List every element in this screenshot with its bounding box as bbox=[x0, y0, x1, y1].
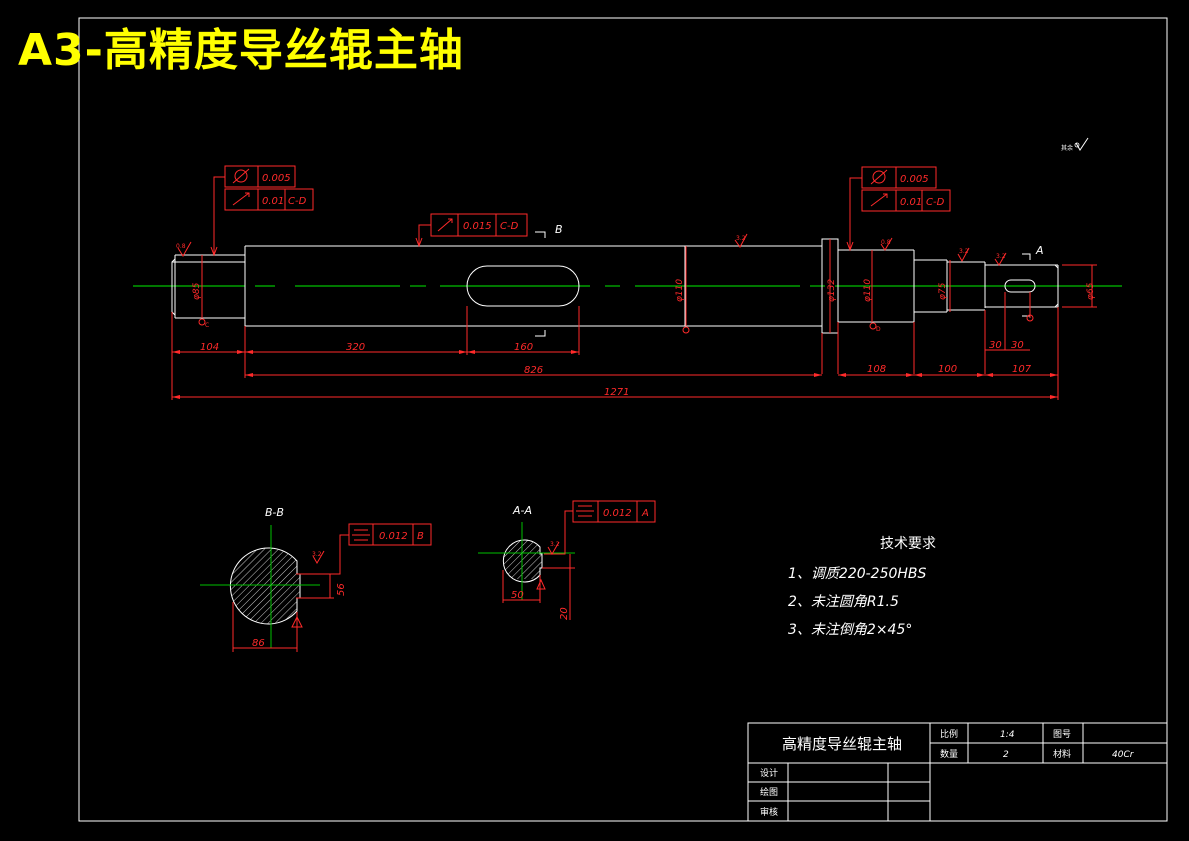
section-bb-title: B-B bbox=[265, 506, 284, 519]
roughness-note-text: 其余 bbox=[1061, 144, 1073, 152]
diameter-6: φ65 bbox=[1086, 282, 1096, 300]
gdt-right bbox=[846, 166, 951, 252]
dimension-arrows bbox=[172, 350, 1058, 399]
section-aa: A-A 0.012 A 50 20 3.2 bbox=[478, 500, 656, 620]
diameter-1: φ85 bbox=[192, 282, 202, 300]
tech-requirements: 技术要求 1、调质220-250HBS 2、未注圆角R1.5 3、未注倒角2×4… bbox=[788, 536, 936, 638]
section-aa-gdt-tol: 0.012 bbox=[603, 508, 632, 519]
tech-req-item-2: 2、未注圆角R1.5 bbox=[788, 594, 899, 610]
drawing-header-title: A3-高精度导丝辊主轴 bbox=[18, 25, 464, 76]
diameter-5: φ75 bbox=[938, 282, 948, 300]
datum-d: D bbox=[876, 326, 881, 333]
roughness-symbols bbox=[177, 233, 1007, 564]
gdt-middle bbox=[415, 213, 528, 248]
gdt-right-datum-2: C-D bbox=[926, 197, 945, 208]
gdt-right-tol-1: 0.005 bbox=[900, 174, 929, 185]
tech-req-title: 技术要求 bbox=[880, 536, 936, 552]
section-bb-dim-depth: 56 bbox=[336, 583, 347, 596]
title-block-qty-label: 数量 bbox=[940, 748, 958, 760]
section-aa-title: A-A bbox=[512, 504, 532, 517]
title-block-material-label: 材料 bbox=[1053, 748, 1071, 760]
roughness-2: 3.2 bbox=[736, 235, 746, 242]
dim-320: 320 bbox=[346, 342, 365, 353]
section-aa-dim-depth: 50 bbox=[511, 590, 524, 601]
section-markers bbox=[535, 231, 1031, 337]
diameter-4: φ110 bbox=[863, 279, 873, 302]
section-aa-dim-width: 20 bbox=[559, 607, 570, 620]
gdt-middle-tol: 0.015 bbox=[463, 221, 492, 232]
title-block-designer-label: 设计 bbox=[760, 767, 778, 779]
tech-req-item-1: 1、调质220-250HBS bbox=[788, 566, 927, 582]
datum-c: C bbox=[205, 322, 209, 329]
section-aa-roughness: 3.2 bbox=[550, 541, 560, 548]
dim-30-b: 30 bbox=[1011, 340, 1024, 351]
title-block-drafter-label: 绘图 bbox=[760, 786, 778, 798]
tech-req-item-3: 3、未注倒角2×45° bbox=[788, 622, 912, 638]
section-label-b: B bbox=[555, 223, 563, 236]
gdt-left-datum-2: C-D bbox=[288, 196, 307, 207]
drawing-frame bbox=[78, 17, 1168, 822]
section-aa-gdt-datum: A bbox=[641, 508, 649, 519]
diameter-leaders bbox=[171, 239, 1097, 400]
section-bb-gdt-datum: B bbox=[417, 531, 424, 542]
title-block-qty-value: 2 bbox=[1003, 750, 1009, 760]
dim-160: 160 bbox=[514, 342, 533, 353]
title-block-part-name: 高精度导丝辊主轴 bbox=[782, 735, 902, 753]
gdt-middle-datum: C-D bbox=[500, 221, 519, 232]
datum-symbols bbox=[198, 314, 1034, 334]
gdt-left-tol-2: 0.01 bbox=[262, 196, 284, 207]
dim-104: 104 bbox=[200, 342, 219, 353]
title-block-material-value: 40Cr bbox=[1112, 750, 1135, 760]
roughness-3: 0.8 bbox=[881, 239, 891, 246]
title-block-checker-label: 审核 bbox=[760, 806, 778, 818]
section-bb-dim-width: 86 bbox=[252, 638, 265, 649]
shaft-outline bbox=[171, 238, 1059, 334]
dim-100: 100 bbox=[938, 364, 957, 375]
main-view: B A 0.005 0.01 C-D 0.015 bbox=[133, 165, 1122, 564]
section-bb-gdt bbox=[232, 523, 432, 652]
title-block-scale-label: 比例 bbox=[940, 728, 958, 740]
dim-107: 107 bbox=[1012, 364, 1032, 375]
gdt-left bbox=[210, 165, 314, 257]
title-block bbox=[747, 722, 1168, 822]
section-bb: B-B 0.0 bbox=[200, 506, 432, 652]
roughness-1: 0.8 bbox=[176, 243, 186, 250]
roughness-5: 3.2 bbox=[996, 253, 1006, 260]
diameter-3: φ132 bbox=[827, 279, 837, 302]
dim-1271: 1271 bbox=[604, 387, 629, 398]
diameter-2: φ110 bbox=[675, 279, 685, 302]
dim-108: 108 bbox=[867, 364, 886, 375]
gdt-left-tol-1: 0.005 bbox=[262, 173, 291, 184]
section-bb-roughness: 3.2 bbox=[312, 551, 322, 558]
gdt-right-tol-2: 0.01 bbox=[900, 197, 922, 208]
dim-826: 826 bbox=[524, 365, 543, 376]
roughness-4: 3.2 bbox=[959, 248, 969, 255]
title-block-drawing-no-label: 图号 bbox=[1053, 729, 1071, 740]
dimension-lines bbox=[172, 349, 1058, 398]
dim-30-a: 30 bbox=[989, 340, 1002, 351]
roughness-note: 其余 bbox=[1061, 137, 1089, 152]
section-bb-gdt-tol: 0.012 bbox=[379, 531, 408, 542]
section-label-a: A bbox=[1035, 244, 1044, 257]
title-block-scale-value: 1:4 bbox=[1000, 730, 1015, 740]
section-aa-gdt bbox=[502, 500, 656, 620]
